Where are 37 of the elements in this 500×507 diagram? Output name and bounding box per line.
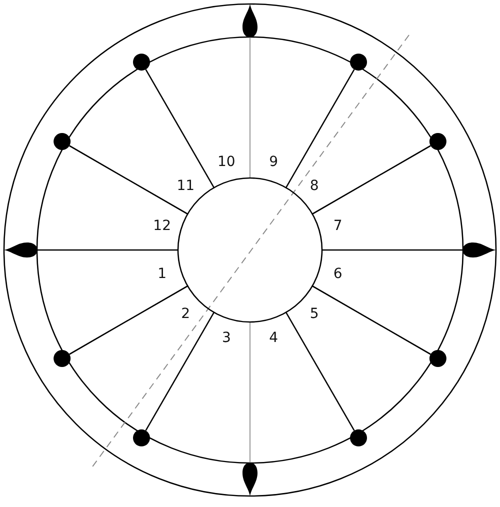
dot-icon	[133, 54, 150, 71]
spoke-line	[312, 145, 431, 215]
number-label: 3	[222, 330, 231, 346]
spoke-line	[312, 285, 431, 355]
number-label: 6	[333, 266, 342, 282]
dot-icon	[54, 133, 71, 150]
teardrop-icon	[462, 242, 496, 258]
dot-icon	[429, 133, 446, 150]
center-circle	[177, 177, 323, 323]
dot-icon	[133, 429, 150, 446]
spoke-line	[145, 69, 215, 188]
dot-icon	[350, 429, 367, 446]
number-label: 8	[310, 178, 319, 194]
spoke-line	[145, 312, 215, 431]
number-label: 9	[269, 154, 278, 170]
teardrop-icon	[4, 242, 38, 258]
teardrop-icon	[242, 462, 258, 496]
number-label: 1	[158, 266, 167, 282]
dot-icon	[429, 350, 446, 367]
spoke-line	[322, 249, 462, 251]
spoke-line	[285, 312, 355, 431]
number-label: 12	[153, 218, 171, 234]
number-label: 4	[269, 330, 278, 346]
spoke-line	[69, 285, 188, 355]
dot-icon	[350, 54, 367, 71]
spoke-line	[249, 322, 251, 462]
teardrop-icon	[242, 4, 258, 38]
spoke-line	[69, 145, 188, 215]
spoke-line	[285, 69, 355, 188]
spoke-line	[249, 38, 251, 178]
number-label: 7	[333, 218, 342, 234]
number-label: 11	[176, 178, 195, 194]
number-label: 10	[218, 154, 236, 170]
spoke-line	[38, 249, 178, 251]
number-label: 5	[310, 306, 319, 322]
number-label: 2	[181, 306, 190, 322]
dot-icon	[54, 350, 71, 367]
